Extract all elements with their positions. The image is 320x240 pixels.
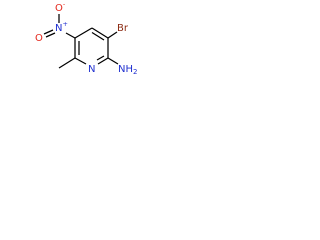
atom-nitro-oxygen-top: O- xyxy=(55,0,66,14)
atom-nitro-nitrogen-symbol: N xyxy=(55,23,62,34)
bond-c5-nitro xyxy=(65,32,76,39)
bond-nitro-o-left-1 xyxy=(43,29,54,35)
atom-bromine: Br xyxy=(117,23,129,34)
bond-c6-n1 xyxy=(74,57,87,65)
atom-nitro-oxygen-left: O xyxy=(35,33,43,44)
bond-n1-c2 xyxy=(97,57,109,65)
double-bond-n1-c2 xyxy=(96,55,105,61)
atom-nitro-nitrogen-charge: + xyxy=(62,20,67,28)
atom-amine-subscript: 2 xyxy=(133,68,137,76)
bond-nitro-o-left-2 xyxy=(45,32,56,38)
structure-canvas: Br NH2 N N+ O- O xyxy=(0,0,174,111)
bond-c4-c5 xyxy=(74,27,93,39)
molecule-structure: Br NH2 N N+ O- O xyxy=(35,0,137,76)
bond-c6-methyl xyxy=(58,57,76,69)
atom-amine: NH2 xyxy=(118,64,137,76)
double-bond-c3-c4 xyxy=(91,31,105,41)
bond-c3-c4 xyxy=(91,27,109,39)
atom-nitro-nitrogen: N+ xyxy=(55,20,68,34)
atom-nitro-oxygen-top-charge: - xyxy=(63,0,66,8)
atom-ring-nitrogen: N xyxy=(88,64,95,75)
atom-amine-symbol: NH xyxy=(118,64,133,75)
bond-c2-nh2 xyxy=(107,57,119,65)
bond-c3-br xyxy=(107,31,118,39)
atom-nitro-oxygen-top-symbol: O xyxy=(55,3,63,14)
